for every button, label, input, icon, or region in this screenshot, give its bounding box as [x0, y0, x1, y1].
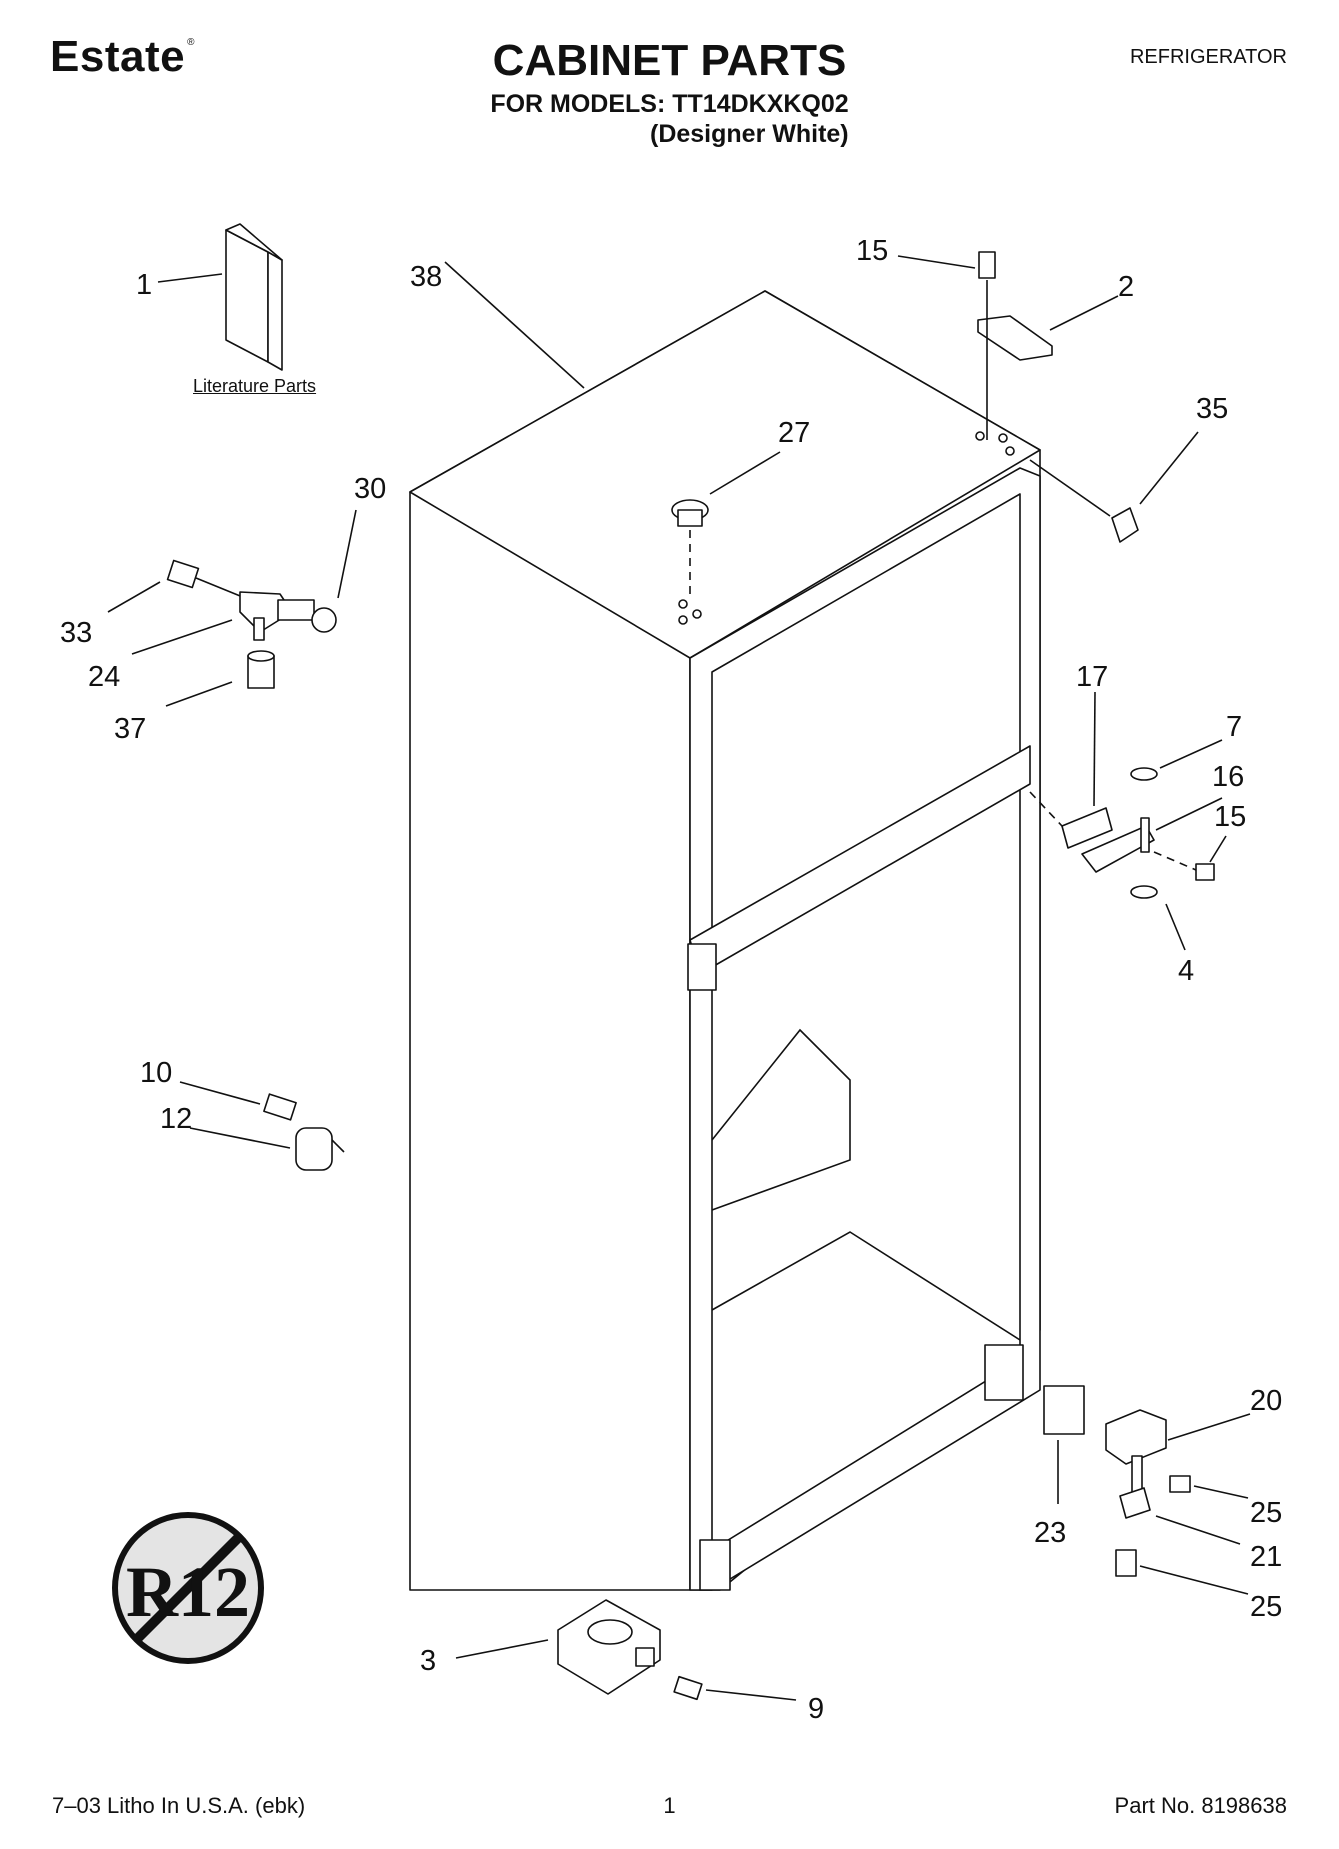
page-title: CABINET PARTS — [492, 36, 847, 85]
callout-35: 35 — [1196, 393, 1228, 425]
leader-20 — [1167, 1413, 1251, 1441]
leader-25-a — [1193, 1485, 1249, 1499]
leader-16 — [1155, 797, 1223, 831]
center-hinge — [1029, 691, 1227, 951]
callout-1: 1 — [136, 269, 152, 301]
leader-33 — [107, 581, 161, 613]
callout-37: 37 — [114, 713, 146, 745]
leader-25-b — [1139, 1565, 1249, 1595]
leader-27 — [709, 451, 781, 495]
bottom-hinge — [1043, 1385, 1251, 1595]
callout-3: 3 — [420, 1645, 436, 1677]
leader-30 — [337, 509, 357, 599]
top-hinge — [897, 251, 1119, 440]
footer-page-number: 1 — [663, 1793, 676, 1818]
callout-7: 7 — [1226, 711, 1242, 743]
callout-15: 15 — [856, 235, 888, 267]
leader-10 — [179, 1081, 261, 1105]
callout-38: 38 — [410, 261, 442, 293]
model-variant: (Designer White) — [650, 120, 849, 148]
leader-15-mid — [1209, 835, 1227, 863]
leader-3 — [455, 1639, 549, 1659]
leader-37 — [165, 681, 233, 707]
callout-12: 12 — [160, 1103, 192, 1135]
callout-25: 25 — [1250, 1497, 1282, 1529]
leader-4 — [1165, 903, 1186, 951]
callout-30: 30 — [354, 473, 386, 505]
no-r12-symbol: R12 — [112, 1512, 264, 1664]
leader-1 — [157, 273, 223, 283]
callout-numbers: 1 38 15 2 35 27 30 33 24 37 17 7 16 15 4… — [60, 235, 1282, 1725]
footer-part-number: Part No. 8198638 — [1114, 1793, 1287, 1818]
leader-21 — [1155, 1515, 1241, 1545]
leader-35 — [1139, 431, 1199, 505]
leader-2 — [1049, 295, 1119, 331]
model-line: FOR MODELS: TT14DKXKQ02 — [490, 90, 849, 118]
callout-23: 23 — [1034, 1517, 1066, 1549]
door-closer — [179, 1081, 345, 1171]
literature-book — [157, 223, 283, 371]
door-stop-assembly — [107, 509, 357, 707]
leader-38 — [444, 261, 585, 389]
leader-24 — [131, 619, 233, 655]
callout-10: 10 — [140, 1057, 172, 1089]
plug-button — [671, 451, 781, 598]
leader-17 — [1093, 691, 1096, 807]
footer-litho: 7–03 Litho In U.S.A. (ebk) — [52, 1793, 306, 1818]
r12-text: R12 — [126, 1552, 250, 1632]
leader-9 — [705, 1689, 797, 1701]
callout-20: 20 — [1250, 1385, 1282, 1417]
category-label: REFRIGERATOR — [1129, 46, 1287, 68]
callout-24: 24 — [88, 661, 120, 693]
callout-16: 16 — [1212, 761, 1244, 793]
leader-15-top — [897, 255, 976, 269]
leader-12 — [189, 1127, 291, 1149]
callout-4: 4 — [1178, 955, 1194, 987]
callout-15b: 15 — [1214, 801, 1246, 833]
callout-27: 27 — [778, 417, 810, 449]
hinge-cap — [1029, 431, 1199, 543]
literature-parts-label: Literature Parts — [193, 376, 317, 396]
cabinet-body — [409, 261, 1041, 1591]
callout-21: 21 — [1250, 1541, 1282, 1573]
callout-33: 33 — [60, 617, 92, 649]
callout-2: 2 — [1118, 271, 1134, 303]
callout-17: 17 — [1076, 661, 1108, 693]
roller-assembly — [455, 1599, 797, 1701]
leader-7 — [1159, 739, 1223, 769]
brand-logo: Estate® — [50, 32, 195, 81]
callout-9: 9 — [808, 1693, 824, 1725]
callout-25b: 25 — [1250, 1591, 1282, 1623]
